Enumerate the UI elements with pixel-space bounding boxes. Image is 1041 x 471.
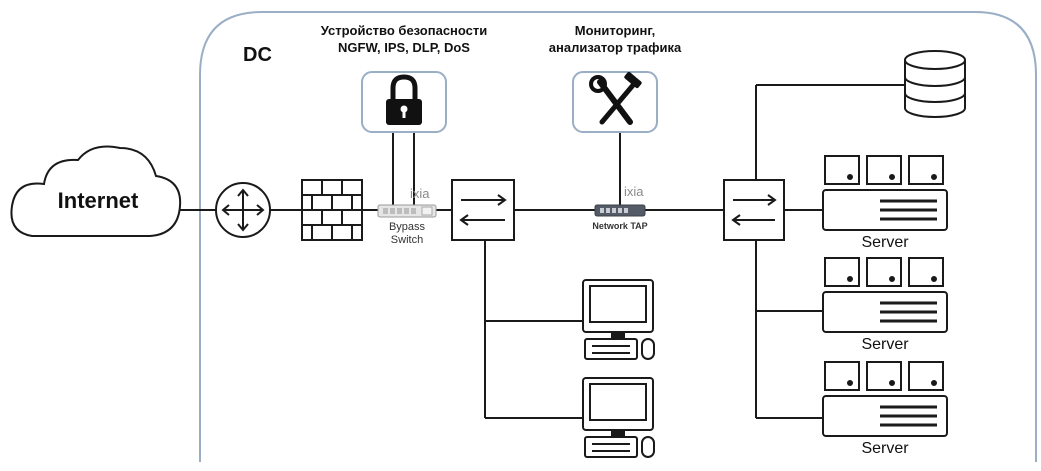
security-device-title: Устройство безопасности NGFW, IPS, DLP, … xyxy=(298,22,510,56)
monitoring-title-line1: Мониторинг, xyxy=(574,23,656,38)
security-device-title-line2: NGFW, IPS, DLP, DoS xyxy=(338,40,470,55)
server-1-label: Server xyxy=(861,234,909,251)
internet-cloud-icon xyxy=(10,145,182,237)
switch-1-icon xyxy=(451,179,515,241)
lock-icon xyxy=(386,74,422,125)
bypass-switch-label: Bypass Switch xyxy=(372,221,442,247)
workstation-2-icon xyxy=(582,377,655,458)
server-2-icon xyxy=(822,257,948,333)
tap-brand-label: ixia xyxy=(624,184,644,199)
bypass-switch-device xyxy=(377,204,437,218)
database-icon xyxy=(904,50,966,118)
server-3-icon xyxy=(822,361,948,437)
server-1-icon xyxy=(822,155,948,231)
router-icon xyxy=(215,182,271,238)
internet-label: Internet xyxy=(57,188,139,213)
bypass-switch-label-line2: Switch xyxy=(390,234,424,246)
security-device-title-line1: Устройство безопасности xyxy=(320,23,488,38)
tools-icon xyxy=(589,71,642,125)
bypass-brand-label: ixia xyxy=(410,186,430,201)
connections xyxy=(180,84,905,419)
network-tap-device xyxy=(594,204,646,217)
workstation-1-icon xyxy=(582,279,655,360)
server-3-label: Server xyxy=(861,440,909,457)
server-2-label: Server xyxy=(861,336,909,353)
monitoring-title: Мониторинг, анализатор трафика xyxy=(525,22,705,56)
switch-2-icon xyxy=(723,179,785,241)
firewall-icon xyxy=(301,179,363,241)
monitoring-title-line2: анализатор трафика xyxy=(548,40,682,55)
network-tap-label: Network TAP xyxy=(592,221,648,231)
dc-label: DC xyxy=(243,44,272,66)
dc-boundary xyxy=(199,11,1037,462)
bypass-switch-label-line1: Bypass xyxy=(388,221,426,233)
